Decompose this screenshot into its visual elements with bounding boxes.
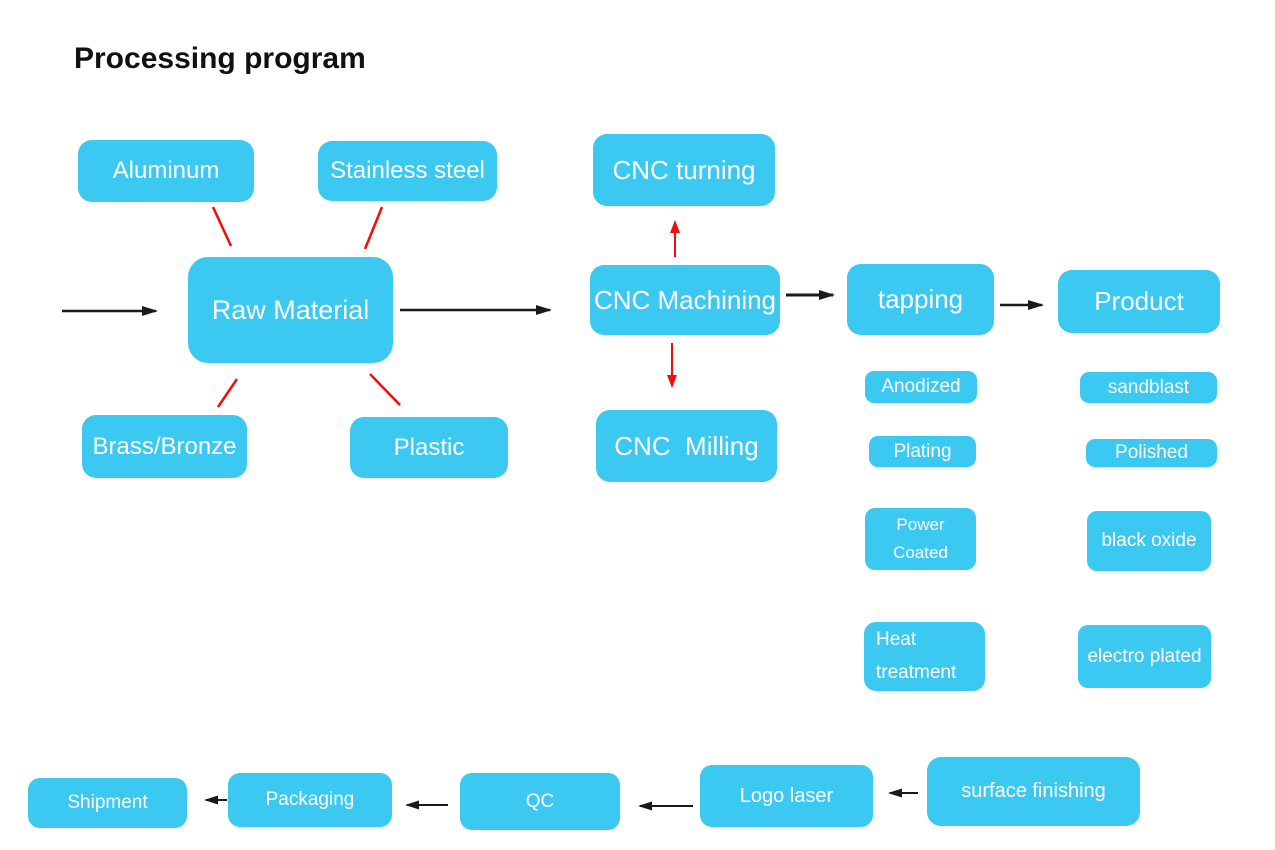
node-plating: Plating bbox=[869, 436, 976, 467]
node-brass-bronze: Brass/Bronze bbox=[82, 415, 247, 478]
node-label: Anodized bbox=[881, 376, 961, 397]
node-polished: Polished bbox=[1086, 439, 1217, 467]
node-shipment: Shipment bbox=[28, 778, 187, 828]
node-label: Shipment bbox=[67, 792, 148, 813]
node-label: black oxide bbox=[1101, 530, 1197, 551]
node-cnc-milling: CNC Milling bbox=[596, 410, 777, 482]
node-stainless-steel: Stainless steel bbox=[318, 141, 497, 201]
node-anodized: Anodized bbox=[865, 371, 977, 403]
node-tapping: tapping bbox=[847, 264, 994, 335]
node-aluminum: Aluminum bbox=[78, 140, 254, 202]
node-cnc-turning: CNC turning bbox=[593, 134, 775, 206]
node-label-line1: Heat bbox=[876, 629, 917, 650]
node-label: Logo laser bbox=[739, 784, 834, 807]
node-label: Plastic bbox=[393, 433, 465, 461]
node-label: CNC Machining bbox=[593, 284, 777, 315]
node-label: Aluminum bbox=[112, 157, 220, 184]
node-label-line1: Power bbox=[896, 515, 945, 534]
node-label: Polished bbox=[1115, 442, 1188, 463]
node-label: Raw Material bbox=[211, 294, 370, 325]
node-qc: QC bbox=[460, 773, 620, 830]
node-label: tapping bbox=[877, 284, 964, 314]
node-product: Product bbox=[1058, 270, 1220, 333]
line-aluminum-to-raw-material bbox=[211, 206, 233, 247]
line-stainless-steel-to-raw-material bbox=[363, 206, 384, 250]
node-label: surface finishing bbox=[961, 780, 1106, 802]
node-heat-treatment: Heat treatment bbox=[864, 622, 985, 691]
node-label: CNC Milling bbox=[614, 430, 759, 461]
node-label: Packaging bbox=[265, 789, 355, 810]
node-label: QC bbox=[525, 790, 555, 812]
node-label: Product bbox=[1094, 286, 1184, 316]
line-raw-material-to-plastic bbox=[369, 373, 401, 406]
node-label-line2: Coated bbox=[893, 543, 948, 562]
node-label: Brass/Bronze bbox=[92, 432, 237, 460]
node-black-oxide: black oxide bbox=[1087, 511, 1211, 571]
node-label: CNC turning bbox=[612, 154, 756, 185]
node-label: Plating bbox=[893, 440, 952, 462]
line-raw-material-to-brass-bronze bbox=[216, 378, 239, 408]
node-sandblast: sandblast bbox=[1080, 372, 1217, 403]
node-raw-material: Raw Material bbox=[188, 257, 393, 363]
node-packaging: Packaging bbox=[228, 773, 392, 827]
node-label: sandblast bbox=[1107, 376, 1190, 398]
node-plastic: Plastic bbox=[350, 417, 508, 478]
node-cnc-machining: CNC Machining bbox=[590, 265, 780, 335]
node-label: Stainless steel bbox=[330, 157, 485, 184]
node-surface-finishing: surface finishing bbox=[927, 757, 1140, 826]
node-label-line2: treatment bbox=[876, 662, 957, 683]
node-electro-plated: electro plated bbox=[1078, 625, 1211, 688]
page-title: Processing program bbox=[74, 42, 366, 75]
node-label: electro plated bbox=[1087, 645, 1202, 667]
node-power-coated: Power Coated bbox=[865, 508, 976, 570]
node-logo-laser: Logo laser bbox=[700, 765, 873, 827]
